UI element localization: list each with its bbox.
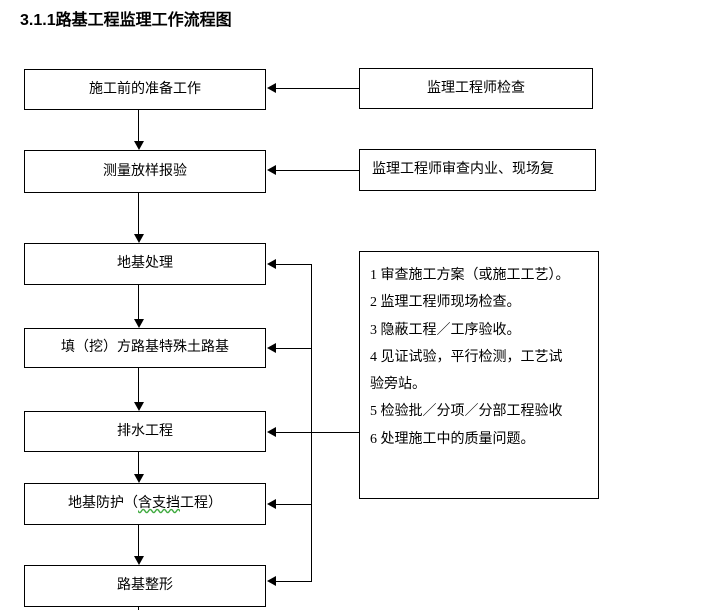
notes-line: 2 监理工程师现场检查。: [370, 295, 521, 311]
notes-line: 5 检验批／分项／分部工程验收: [370, 404, 563, 420]
connector-bus-to-subgrade: [276, 348, 312, 349]
page-title: 3.1.1路基工程监理工作流程图: [20, 12, 232, 29]
node-prep-label: 施工前的准备工作: [89, 81, 201, 97]
node-review[interactable]: 监理工程师审查内业、现场复: [359, 149, 596, 191]
node-prep[interactable]: 施工前的准备工作: [24, 69, 266, 110]
connector-review-to-survey: [276, 170, 359, 171]
node-subgrade-label: 填（挖）方路基特殊土路基: [61, 340, 229, 356]
node-inspect[interactable]: 监理工程师检查: [359, 68, 593, 109]
notes-line: 6 处理施工中的质量问题。: [370, 431, 535, 447]
node-foundation[interactable]: 地基处理: [24, 243, 266, 285]
connector-bus-to-protection: [276, 504, 312, 505]
node-protection-label-spellchecked: 含支挡: [138, 496, 180, 512]
node-shaping[interactable]: 路基整形: [24, 565, 266, 607]
connector-survey-to-foundation: [138, 193, 139, 236]
arrowhead-drainage-to-protection: [134, 474, 144, 483]
node-foundation-label: 地基处理: [117, 256, 173, 272]
connector-bus-to-foundation: [276, 264, 312, 265]
node-protection-label-suffix: 工程）: [180, 496, 222, 512]
node-subgrade[interactable]: 填（挖）方路基特殊土路基: [24, 328, 266, 368]
node-survey-label: 测量放样报验: [103, 163, 187, 179]
node-drainage-label: 排水工程: [117, 423, 173, 439]
arrowhead-inspect-to-prep: [267, 83, 276, 93]
arrowhead-bus-to-protection: [267, 499, 276, 509]
connector-bus-vertical: [311, 264, 312, 582]
connector-protection-to-shaping: [138, 525, 139, 561]
notes-line: 4 见证试验，平行检测，工艺试: [370, 349, 563, 365]
arrowhead-foundation-to-subgrade: [134, 319, 144, 328]
connector-drainage-to-protection: [138, 452, 139, 479]
arrowhead-bus-to-shaping: [267, 576, 276, 586]
notes-panel[interactable]: 1 审查施工方案（或施工工艺）。 2 监理工程师现场检查。 3 隐蔽工程／工序验…: [359, 251, 599, 499]
connector-bus-to-shaping: [276, 581, 312, 582]
node-protection[interactable]: 地基防护（含支挡工程）: [24, 483, 266, 525]
connector-shaping-continues: [138, 607, 139, 610]
arrowhead-protection-to-shaping: [134, 556, 144, 565]
node-shaping-label: 路基整形: [117, 578, 173, 594]
arrowhead-survey-to-foundation: [134, 234, 144, 243]
notes-line: 1 审查施工方案（或施工工艺）。: [370, 268, 570, 283]
connector-subgrade-to-drainage: [138, 368, 139, 406]
node-drainage[interactable]: 排水工程: [24, 411, 266, 452]
notes-line: 验旁站。: [370, 377, 426, 393]
node-protection-label-prefix: 地基防护（: [68, 496, 138, 512]
arrowhead-bus-to-foundation: [267, 259, 276, 269]
arrowhead-review-to-survey: [267, 165, 276, 175]
connector-notes-to-bus: [311, 432, 359, 433]
arrowhead-bus-to-drainage: [267, 427, 276, 437]
notes-line: 3 隐蔽工程／工序验收。: [370, 322, 521, 338]
connector-prep-to-survey: [138, 110, 139, 143]
node-inspect-label: 监理工程师检查: [427, 80, 525, 96]
node-survey[interactable]: 测量放样报验: [24, 150, 266, 193]
connector-bus-to-drainage: [276, 432, 312, 433]
arrowhead-subgrade-to-drainage: [134, 402, 144, 411]
arrowhead-bus-to-subgrade: [267, 343, 276, 353]
connector-foundation-to-subgrade: [138, 285, 139, 322]
arrowhead-prep-to-survey: [134, 141, 144, 150]
node-review-label: 监理工程师审查内业、现场复: [372, 162, 554, 178]
connector-inspect-to-prep: [276, 88, 359, 89]
